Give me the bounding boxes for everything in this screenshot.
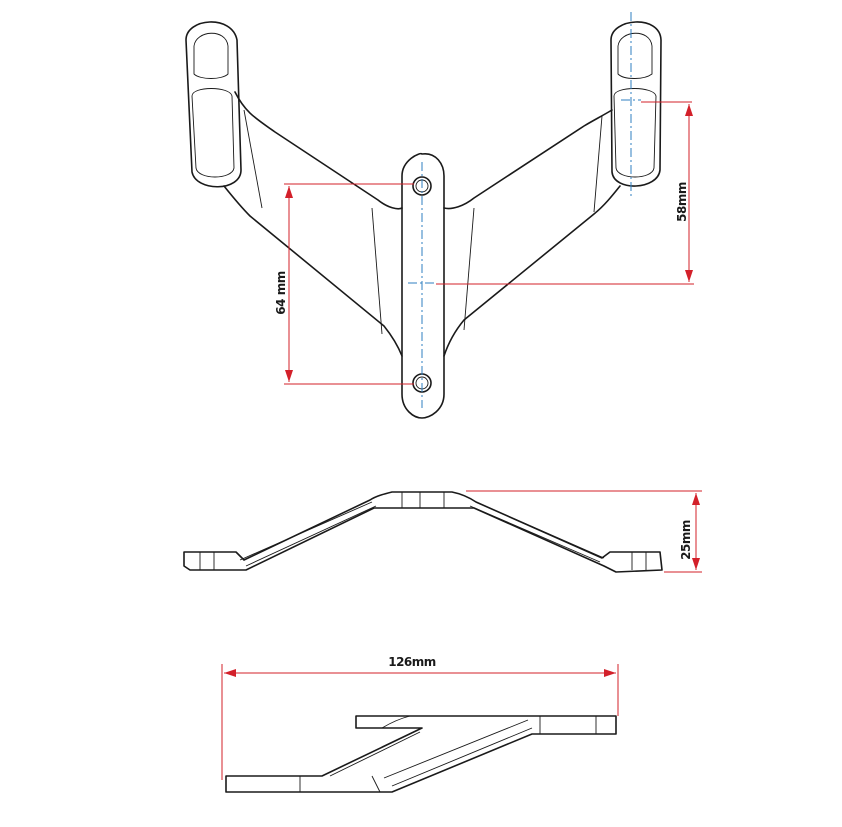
center-hub [401, 152, 445, 419]
right-paddle [610, 21, 662, 187]
dimension-width: 126mm [221, 655, 619, 780]
centerlines [408, 12, 641, 408]
dimension-bolt-spacing: 64 mm [274, 183, 414, 385]
bracket-arms [223, 91, 621, 357]
mount-offset-label: 58mm [675, 182, 689, 222]
height-label: 25mm [679, 520, 693, 560]
bolt-spacing-label: 64 mm [274, 271, 288, 314]
top-view: 64 mm 58mm [185, 12, 694, 419]
dimension-mount-offset: 58mm [436, 101, 694, 285]
side-view: 25mm [183, 490, 702, 573]
left-paddle [185, 21, 242, 188]
width-label: 126mm [388, 655, 436, 669]
top-bolt-hole [412, 176, 432, 196]
dimension-height: 25mm [466, 490, 702, 573]
front-view: 126mm [221, 655, 619, 793]
